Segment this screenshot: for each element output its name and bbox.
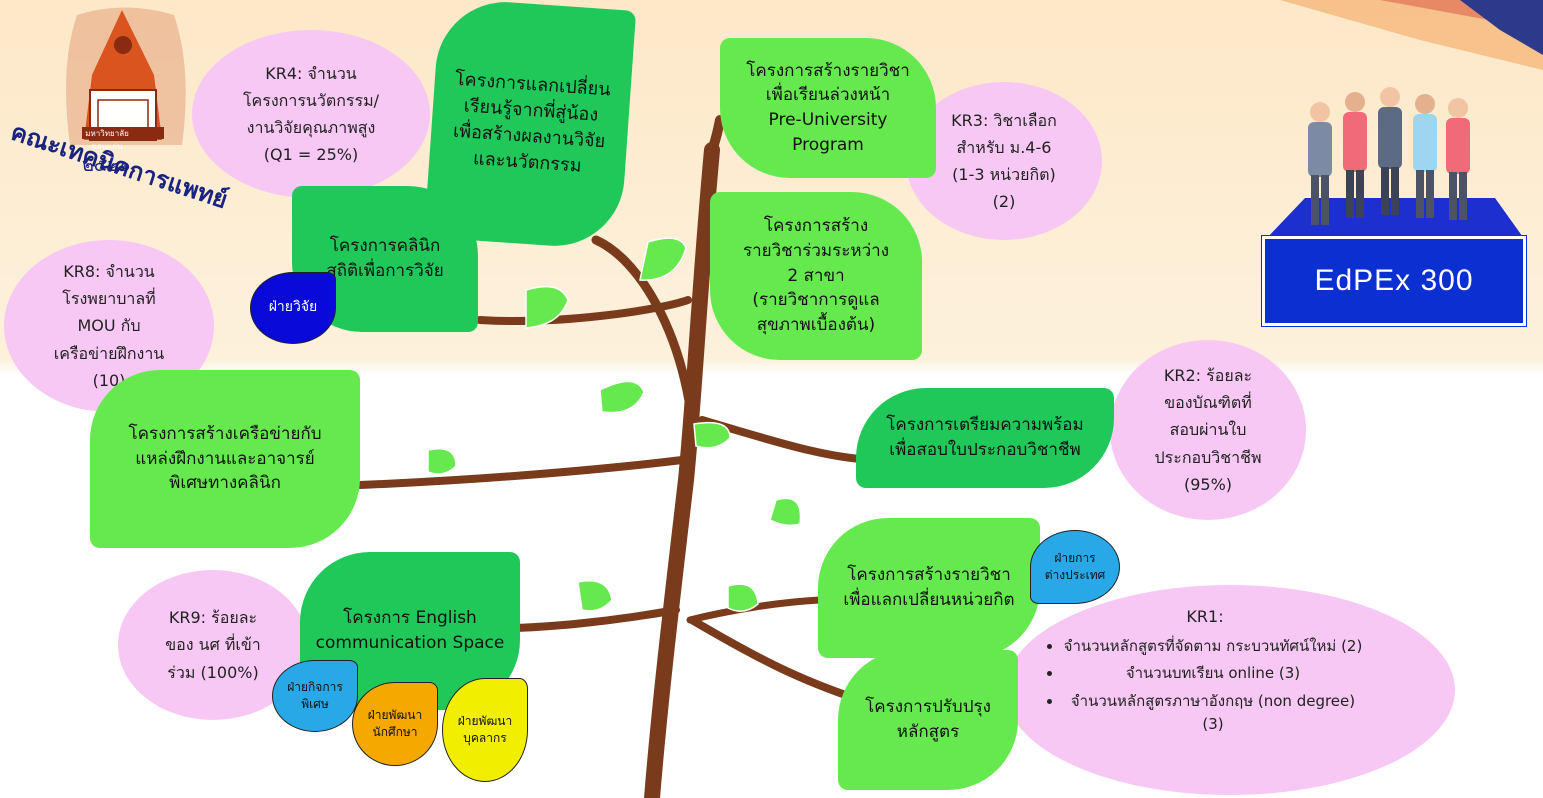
small-leaf: [599, 380, 645, 414]
edpex-badge: EdPEx 300: [1261, 235, 1527, 327]
kr3-bubble: KR3: วิชาเลือก สำหรับ ม.4-6 (1-3 หน่วยกิ…: [906, 82, 1102, 240]
leaf-license-prep: โครงการเตรียมความพร้อม เพื่อสอบใบประกอบว…: [856, 388, 1114, 488]
tag-student: ฝ่ายพัฒนา นักศึกษา: [352, 682, 438, 766]
leaf-curriculum: โครงการปรับปรุง หลักสูตร: [838, 650, 1018, 790]
logo-number: ๒๕๒๑: [82, 155, 131, 176]
kr1-list: จำนวนหลักสูตรที่จัดตาม กระบวนทัศน์ใหม่ (…: [1045, 635, 1363, 740]
kr1-item: จำนวนหลักสูตรภาษาอังกฤษ (non degree) (3): [1063, 690, 1363, 737]
tag-special: ฝ่ายกิจการ พิเศษ: [272, 660, 358, 732]
leaf-network: โครงการสร้างเครือข่ายกับ แหล่งฝึกงานและอ…: [90, 370, 360, 548]
faculty-logo: [66, 7, 186, 145]
small-leaf: [427, 448, 457, 475]
kr4-bubble: KR4: จำนวน โครงการนวัตกรรม/ งานวิจัยคุณภ…: [192, 30, 430, 198]
small-leaf: [639, 237, 687, 281]
small-leaf: [769, 497, 802, 527]
kr1-item: จำนวนหลักสูตรที่จัดตาม กระบวนทัศน์ใหม่ (…: [1063, 635, 1363, 658]
leaf-pre-university: โครงการสร้างรายวิชา เพื่อเรียนล่วงหน้า P…: [720, 38, 936, 178]
kr2-bubble: KR2: ร้อยละ ของบัณฑิตที่ สอบผ่านใบ ประกอ…: [1110, 340, 1306, 520]
tag-international: ฝ่ายการ ต่างประเทศ: [1030, 530, 1120, 604]
logo-seal-text: มหาวิทยาลัยขอนแก่น: [85, 129, 129, 151]
kr1-heading: KR1:: [1186, 607, 1224, 626]
kr1-item: จำนวนบทเรียน online (3): [1063, 662, 1363, 685]
tag-research: ฝ่ายวิจัย: [250, 272, 336, 344]
small-leaf: [693, 421, 731, 449]
small-leaf: [577, 580, 613, 612]
tag-personnel: ฝ่ายพัฒนา บุคลากร: [442, 678, 528, 782]
team-people-icon: [1265, 87, 1525, 240]
small-leaf: [525, 285, 569, 329]
small-leaf: [727, 583, 759, 612]
leaf-joint-course: โครงการสร้าง รายวิชาร่วมระหว่าง 2 สาขา (…: [710, 192, 922, 360]
kr1-bubble: KR1: จำนวนหลักสูตรที่จัดตาม กระบวนทัศน์ใ…: [1005, 585, 1455, 795]
leaf-credit-exchange: โครงการสร้างรายวิชา เพื่อแลกเปลี่ยนหน่วย…: [818, 518, 1040, 658]
